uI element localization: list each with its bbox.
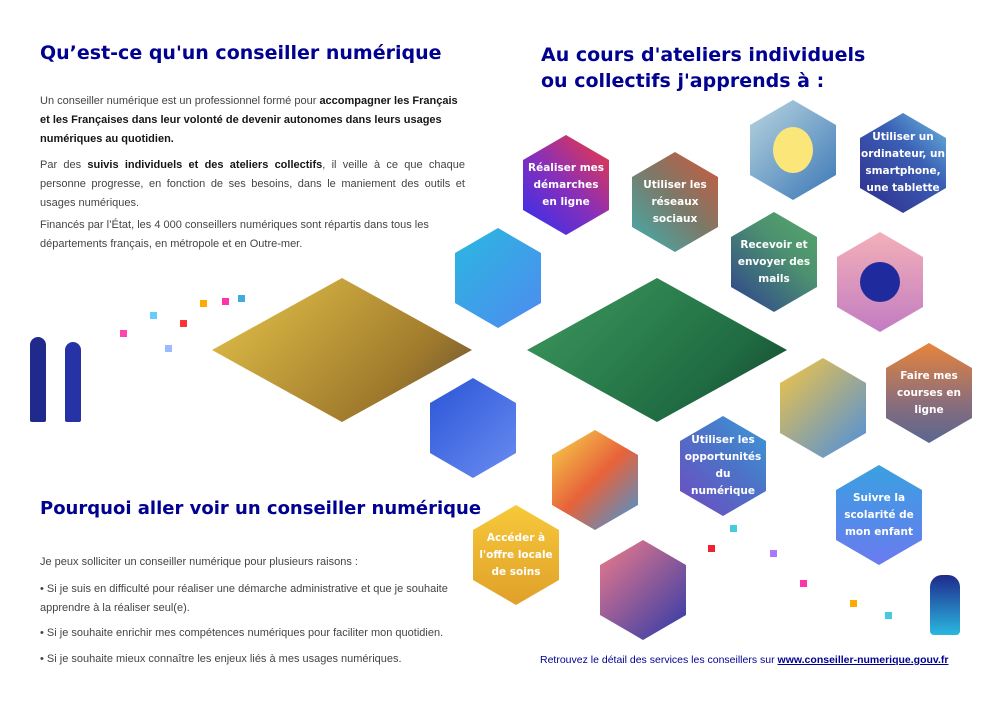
section-title-why: Pourquoi aller voir un conseiller numéri…: [40, 498, 482, 519]
text: Retrouvez le détail des services les con…: [540, 654, 778, 666]
text: Utiliser un ordinateur, un smartphone, u…: [861, 131, 945, 194]
section-title-workshops: Au cours d'ateliers individuels ou collec…: [541, 42, 865, 94]
skill-online-procedures: Réaliser mes démarches en ligne: [523, 135, 609, 235]
lightbulb-illustration: [750, 100, 836, 200]
paragraph-funding: Financés par l’État, les 4 000 conseille…: [40, 219, 429, 250]
text: Si je souhaite mieux connaître les enjeu…: [46, 653, 402, 665]
text: Suivre la scolarité de mon enfant: [844, 491, 914, 538]
paragraph-follow-up: Par des suivis individuels et des atelie…: [40, 156, 465, 213]
person-illustration: [430, 378, 516, 478]
globe-illustration: [837, 232, 923, 332]
people-illustration: [25, 337, 95, 422]
text-bold: suivis individuels et des ateliers colle…: [87, 159, 323, 171]
text: Si je souhaite enrichir mes compétences …: [46, 627, 444, 639]
skill-emails: Recevoir et envoyer des mails: [731, 212, 817, 312]
text: Au cours d'ateliers individuels: [541, 44, 866, 66]
paragraph-definition: Un conseiller numérique est un professio…: [40, 92, 465, 149]
text: Par des: [40, 159, 88, 171]
documents-illustration: [455, 228, 541, 328]
text: Utiliser les réseaux sociaux: [643, 178, 707, 225]
delivery-illustration: [780, 358, 866, 458]
skill-online-shopping: Faire mes courses en ligne: [886, 343, 972, 443]
reason-item: • Si je suis en difficulté pour réaliser…: [40, 583, 448, 614]
website-link[interactable]: www.conseiller-numerique.gouv.fr: [777, 654, 949, 666]
section-title-what: Qu’est-ce qu'un conseiller numérique: [40, 42, 442, 64]
running-man-illustration: [930, 575, 960, 635]
text: Si je suis en difficulté pour réaliser u…: [40, 583, 448, 614]
skill-devices: Utiliser un ordinateur, un smartphone, u…: [860, 113, 946, 213]
text: ou collectifs j'apprends à :: [541, 70, 825, 92]
text: Faire mes courses en ligne: [897, 369, 961, 416]
pie-chart-illustration: [552, 430, 638, 530]
workspace-illustration: [212, 278, 472, 422]
reasons-intro: Je peux solliciter un conseiller numériq…: [40, 556, 358, 568]
workshop-illustration: [527, 278, 787, 422]
text: Recevoir et envoyer des mails: [737, 238, 811, 285]
skill-digital-opportunities: Utiliser les opportunités du numérique: [680, 416, 766, 516]
text: Utiliser les opportunités du numérique: [684, 434, 762, 497]
skill-local-healthcare: Accéder à l'offre locale de soins: [473, 505, 559, 605]
text: Un conseiller numérique est un professio…: [40, 95, 320, 107]
reason-item: • Si je souhaite mieux connaître les enj…: [40, 653, 402, 665]
skill-school-follow-up: Suivre la scolarité de mon enfant: [836, 465, 922, 565]
footer: Retrouvez le détail des services les con…: [540, 651, 948, 670]
skill-social-networks: Utiliser les réseaux sociaux: [632, 152, 718, 252]
text: , il veille à ce que chaque personne pro…: [40, 159, 466, 209]
euro-puzzle-illustration: [600, 540, 686, 640]
text: Accéder à l'offre locale de soins: [479, 531, 553, 578]
text-bold: accompagner les Français et les Français…: [40, 95, 458, 145]
text: Réaliser mes démarches en ligne: [528, 161, 605, 208]
reason-item: • Si je souhaite enrichir mes compétence…: [40, 627, 444, 639]
